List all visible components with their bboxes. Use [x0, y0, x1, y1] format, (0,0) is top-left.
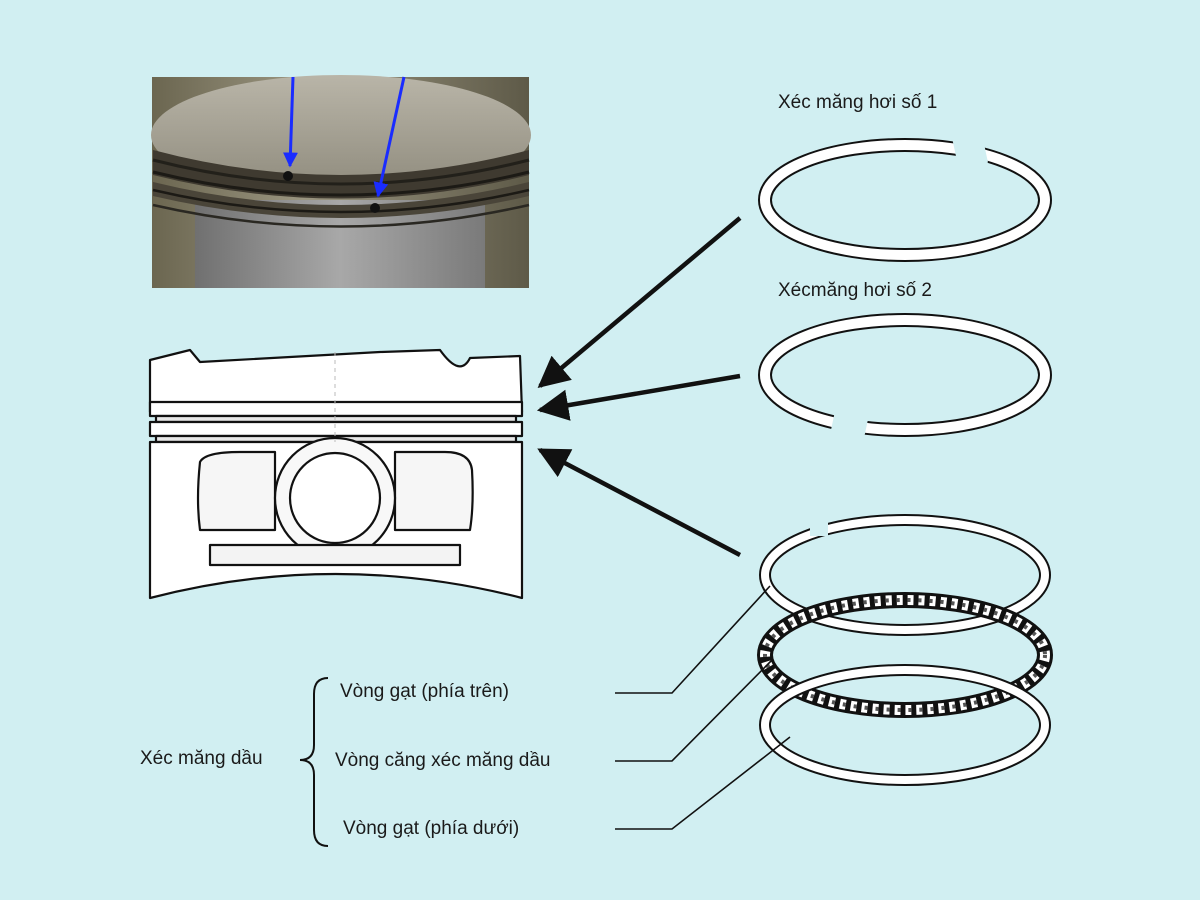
- label-compression-ring-1: Xéc măng hơi số 1: [778, 92, 938, 113]
- leader-lower-rail: [615, 736, 791, 830]
- compression-ring-1: [758, 131, 1052, 262]
- oil-ring-brace: [299, 677, 329, 847]
- arrow-oilring-to-groove: [537, 448, 742, 557]
- arrow-ring1-to-groove: [537, 216, 742, 389]
- leader-upper-rail: [615, 585, 771, 694]
- ring-gap-marker-2: [370, 203, 380, 213]
- arrow-ring2-to-groove: [536, 373, 741, 421]
- label-oil-ring-group: Xéc măng dầu: [140, 748, 263, 769]
- label-upper-rail: Vòng gạt (phía trên): [340, 681, 509, 702]
- leader-expander: [615, 658, 774, 762]
- photo-arrow-1: [282, 76, 298, 168]
- oil-ring-upper-rail: [759, 512, 1051, 636]
- label-expander: Vòng căng xéc măng dầu: [335, 750, 551, 771]
- photo-arrow-2: [373, 76, 406, 198]
- oil-ring-expander: [757, 592, 1053, 718]
- label-lower-rail: Vòng gạt (phía dưới): [343, 818, 520, 839]
- label-compression-ring-2: Xécmăng hơi số 2: [778, 280, 932, 301]
- compression-ring-2: [758, 313, 1052, 448]
- ring-gap-marker-1: [283, 171, 293, 181]
- oil-ring-lower-rail: [759, 664, 1051, 786]
- piston-photo: [151, 75, 531, 288]
- piston-drawing: [148, 348, 524, 600]
